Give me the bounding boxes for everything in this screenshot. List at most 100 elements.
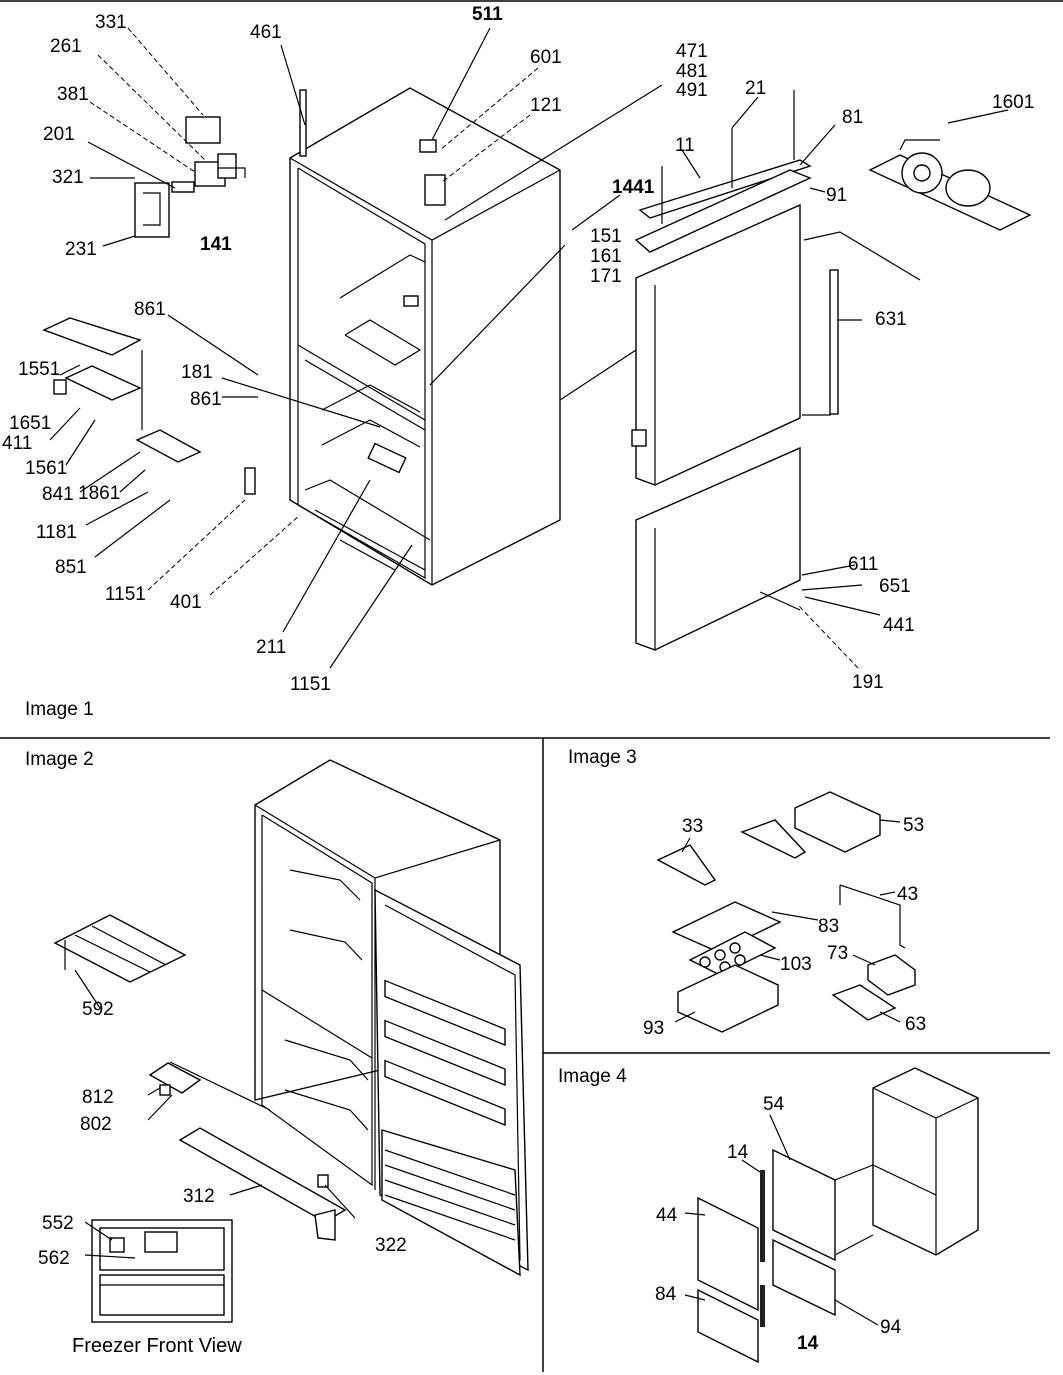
part-label: 611 (848, 554, 878, 575)
open-refrigerator (254, 759, 529, 1277)
part-label: 261 (50, 36, 82, 57)
part-label: 841 (42, 484, 74, 505)
freezer-front-view-caption: Freezer Front View (72, 1335, 242, 1357)
egg-holder-left (656, 844, 717, 886)
part-label: 861 (134, 299, 166, 320)
part-label: 1561 (25, 458, 67, 479)
part-label: 54 (763, 1094, 785, 1115)
part-label: 411 (2, 433, 32, 454)
part-label: 381 (57, 84, 89, 105)
part-label: 181 (181, 362, 213, 383)
panel-title-image1: Image 1 (25, 699, 94, 720)
part-label: 141 (200, 234, 232, 255)
part-label: 601 (530, 47, 562, 68)
part-label: 161 (590, 246, 622, 267)
toe-grille (178, 1127, 347, 1241)
part-label: 73 (827, 943, 848, 964)
image4-part-labels: 54 14 44 84 14 94 (655, 1094, 902, 1354)
part-label: 861 (190, 389, 222, 410)
image1-part-labels: 331 261 381 201 321 231 141 461 511 601 … (2, 4, 1034, 695)
part-label: 1861 (78, 483, 120, 504)
part-label: 44 (656, 1205, 678, 1226)
bin-rail (839, 884, 906, 949)
part-label: 63 (905, 1014, 926, 1035)
image4-drawing (684, 1067, 979, 1364)
part-label: 441 (883, 615, 915, 636)
image2-part-labels: 592 812 802 312 322 552 562 Freezer Fron… (38, 999, 407, 1357)
part-label: 14 (727, 1142, 749, 1163)
part-label: 211 (256, 637, 286, 658)
part-label: 322 (375, 1235, 407, 1256)
part-label: 491 (676, 80, 708, 101)
part-label: 1181 (36, 522, 77, 543)
part-label: 121 (530, 95, 562, 116)
part-label: 631 (875, 309, 907, 330)
butter-box (867, 954, 916, 996)
door-bins (384, 979, 506, 1127)
part-label: 312 (183, 1186, 215, 1207)
part-label: 401 (170, 592, 202, 613)
part-label: 651 (879, 576, 911, 597)
part-label: 231 (65, 239, 97, 260)
part-label: 93 (643, 1018, 664, 1039)
panel-title-image3: Image 3 (568, 747, 637, 768)
storage-bin (677, 964, 779, 1033)
dairy-bin (794, 791, 881, 853)
part-label: 1551 (18, 359, 60, 380)
part-label: 471 (676, 41, 708, 62)
trim-strip-upper (760, 1170, 765, 1262)
image3-drawing (656, 791, 916, 1033)
panel-84 (697, 1288, 759, 1364)
part-label: 812 (82, 1087, 114, 1108)
tray (831, 984, 897, 1021)
part-label: 1151 (290, 674, 331, 695)
part-label: 14 (797, 1333, 819, 1354)
part-label: 201 (43, 124, 75, 145)
freezer-basket-grid (384, 1149, 516, 1241)
doors (631, 203, 921, 651)
freezer-front-view (91, 1219, 233, 1323)
image3-part-labels: 33 53 43 83 103 73 93 63 (643, 815, 926, 1039)
part-label: 171 (590, 266, 622, 287)
image2-drawing (53, 759, 529, 1323)
bin-cover (671, 901, 782, 953)
panel-title-image2: Image 2 (25, 749, 94, 770)
hinge-rails (634, 90, 812, 253)
part-label: 592 (82, 999, 114, 1020)
part-label: 481 (676, 61, 708, 82)
small-bracket (148, 1062, 202, 1096)
part-label: 103 (780, 954, 812, 975)
leader-lines (49, 27, 1009, 669)
part-label: 802 (80, 1114, 112, 1135)
panel-44 (697, 1196, 759, 1312)
control-parts (134, 116, 246, 238)
part-label: 81 (842, 107, 863, 128)
part-label: 43 (897, 884, 918, 905)
part-label: 11 (675, 135, 695, 156)
part-label: 84 (655, 1284, 677, 1305)
part-label: 321 (52, 167, 84, 188)
part-label: 511 (472, 4, 503, 25)
trim-strip-lower (760, 1285, 765, 1327)
panel-title-image4: Image 4 (558, 1066, 627, 1087)
part-label: 94 (880, 1317, 902, 1338)
egg-tray (688, 931, 777, 976)
egg-holder-right (740, 819, 807, 859)
part-label: 1441 (612, 177, 655, 198)
part-label: 1601 (992, 92, 1034, 113)
image2-leaders (74, 969, 356, 1259)
part-label: 1651 (9, 413, 51, 434)
panel-94 (772, 1238, 836, 1317)
part-label: 1151 (105, 584, 146, 605)
part-label: 33 (682, 816, 703, 837)
part-label: 53 (903, 815, 924, 836)
part-label: 461 (250, 22, 282, 43)
compressor-assembly (868, 139, 1032, 231)
image1-drawing (42, 27, 1032, 669)
part-label: 91 (826, 185, 847, 206)
bracket-parts (42, 317, 256, 495)
part-label: 191 (852, 672, 884, 693)
part-label: 552 (42, 1213, 74, 1234)
